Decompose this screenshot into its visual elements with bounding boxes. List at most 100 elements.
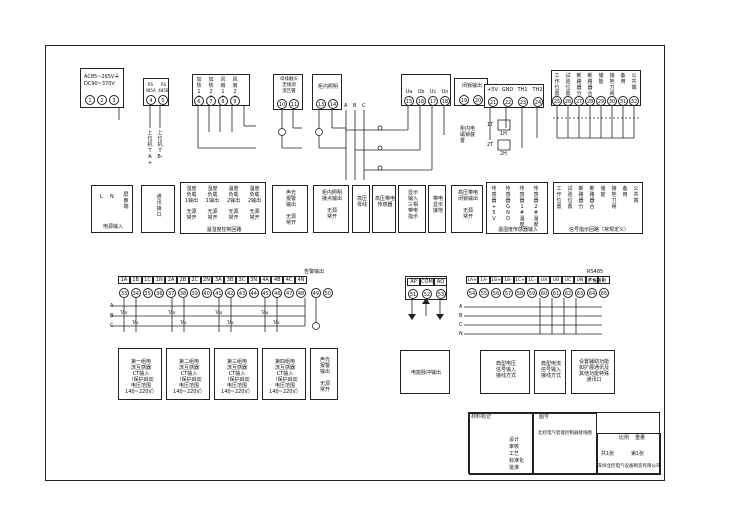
terminal-57: 57 [503, 288, 513, 298]
cabinet-light-terminal-group: 柜内照明 13 14 [312, 74, 342, 110]
terminal-11: 11 [289, 99, 299, 109]
terminal-43: 43 [237, 288, 247, 298]
terminal-36: 36 [154, 288, 165, 298]
v-phase-c: C [459, 322, 463, 328]
signal-terminal-group: 工作位置 试验位置 断路器分 断路器合 储能 接地刀闸 备用 公共端 25 26… [551, 70, 641, 106]
terminal-34: 34 [130, 288, 141, 298]
ct-mark: TAc [180, 320, 187, 325]
bus-phase-a: A [344, 103, 348, 109]
live-display-box: 带电 显示 接地 [428, 185, 446, 233]
terminal-7: 7 [206, 96, 216, 106]
ct-mark: TAa [168, 310, 176, 315]
alarm-output-label: 告警输出 [304, 269, 325, 275]
earth-icon: ⏚ [114, 73, 121, 80]
terminal-28: 28 [585, 96, 595, 106]
drawing-title: 北控电气智能控制器接线图 [538, 431, 592, 436]
title-row-design: 设计 [509, 437, 520, 443]
terminal-65: 65 [599, 288, 609, 298]
ct-label-3b: 3B [224, 276, 236, 284]
ua-label: Ua [405, 89, 413, 95]
drawing-title-cell [533, 413, 597, 475]
terminal-51: 51 [408, 289, 418, 299]
hv-bus-label: 高压 母线 [356, 196, 367, 208]
aux-function-label: 设置辅助功能 如扩展通讯及 其他功能特殊 通讯口 [578, 359, 609, 383]
ct-phase-c: C [110, 323, 114, 329]
signal-in-col-6: 接地刀闸 [611, 186, 617, 210]
temp-ctrl-col-1: 湿度 负载 1输出 [184, 186, 199, 204]
ct-label-3a: 3A [212, 276, 225, 284]
terminal-2: 2 [97, 95, 107, 105]
sensor-input-box: 传感器+5V 传感器GND 传感器1#温度 传感器2#温度 温湿度传感器输入 [486, 182, 548, 234]
voltage-terminal-group: Ua Ub Uc Un 15 16 17 18 [401, 74, 451, 106]
v-label-3: 1B- [502, 276, 514, 284]
terminal-42: 42 [225, 288, 236, 298]
pulse-ap-label: AP [407, 278, 420, 286]
sensor-in-col-2: 传感器GND [505, 186, 511, 222]
ct-group-1-label: 第一组电 流互感器 CT输入 （保护启动 电压范围 140~220V） [125, 359, 157, 395]
ct-mark: TAa [261, 310, 269, 315]
terminal-63: 63 [575, 288, 585, 298]
temp-ctrl-caption: 温湿度控制回路 [206, 227, 242, 233]
title-row-review: 审核 [509, 444, 520, 450]
ct-label-1c: 1C [141, 276, 154, 284]
terminal-18: 18 [440, 96, 450, 106]
temp-ctrl-col-4: 温度 负载 2输出 [247, 186, 262, 204]
ct-group-4-label: 第四组电 流互感器 CT输入 （保护启动 电压范围 140~220V） [269, 359, 301, 395]
ct-label-2b: 2B [177, 276, 189, 284]
sig-storage-label: 储能 [598, 73, 604, 85]
terminal-26: 26 [563, 96, 573, 106]
title-row-process: 工艺 [509, 451, 520, 457]
terminal-32: 32 [629, 96, 639, 106]
v-phase-b: B [459, 313, 463, 319]
terminal-16: 16 [416, 96, 426, 106]
pulse-com-label: COM [420, 278, 434, 286]
v-label-10: A+ [586, 276, 598, 284]
v-label-6: UA [538, 276, 550, 284]
terminal-38: 38 [178, 288, 188, 298]
sensor-terminal-group: +5V GND TH1 TH2 21 22 23 24 [484, 84, 544, 108]
sig-spare-label: 备用 [620, 73, 626, 85]
signal-in-col-2: 试验位置 [567, 186, 573, 210]
temp-ctrl-sub-4: 无源 常开 [249, 209, 260, 221]
ct-label-4n: 4N [295, 276, 307, 284]
v-label-7: UB [550, 276, 562, 284]
sensor-th1-label: TH1 [517, 87, 528, 93]
sig-work-pos-label: 工作位置 [554, 73, 560, 97]
power-input-caption: 电源输入 [102, 224, 123, 230]
terminal-44: 44 [248, 288, 259, 298]
display-input-box: 显示 输入 三相 带电 指示 [398, 185, 426, 233]
pulse-terminal-group: AP COM AQ 51 52 53 [405, 276, 447, 300]
hv-sensor-label: 高压带电 传感器 [374, 196, 395, 208]
ct-label-2n: 2N [200, 276, 213, 284]
light-output-box: 柜内照明 接点输出 无源 常开 [313, 185, 349, 233]
signal-in-col-1: 工作位置 [556, 186, 562, 210]
material-mark-label: 材料标记 [471, 414, 492, 420]
terminal-60: 60 [539, 288, 549, 298]
ct-label-4b: 4B [271, 276, 284, 284]
v-label-11: B- [598, 276, 610, 284]
ub-label: Ub [417, 89, 425, 95]
terminal-46: 46 [272, 288, 283, 298]
terminal-15: 15 [404, 96, 414, 106]
v-label-4: 1C+ [514, 276, 526, 284]
sig-breaker-open-label: 断路器分 [576, 73, 582, 97]
terminal-23: 23 [518, 97, 528, 107]
terminal-47: 47 [284, 288, 295, 298]
signal-in-col-4: 断路器合 [589, 186, 595, 210]
terminal-3: 3 [109, 95, 119, 105]
pulse-output-box: 电能脉冲输出 [400, 350, 450, 394]
terminal-61: 61 [551, 288, 561, 298]
sound-alarm-label: 声光 报警 输出 无源 常开 [285, 190, 296, 226]
terminal-54: 54 [467, 288, 477, 298]
lock-output-terminal-group: 闭锁输出 19 20 [454, 78, 488, 106]
terminal-56: 56 [491, 288, 501, 298]
sig-earth-switch-label: 接地刀闸 [609, 73, 615, 97]
temp-ctrl-sub-1: 无源 常开 [186, 209, 197, 221]
total-sheets-label: 共1张 [601, 451, 615, 457]
light-output-label: 柜内照明 接点输出 无源 常开 [321, 190, 342, 220]
terminal-50: 50 [322, 288, 333, 298]
signal-in-col-7: 备用 [622, 186, 628, 198]
ct-label-1n: 1N [153, 276, 166, 284]
